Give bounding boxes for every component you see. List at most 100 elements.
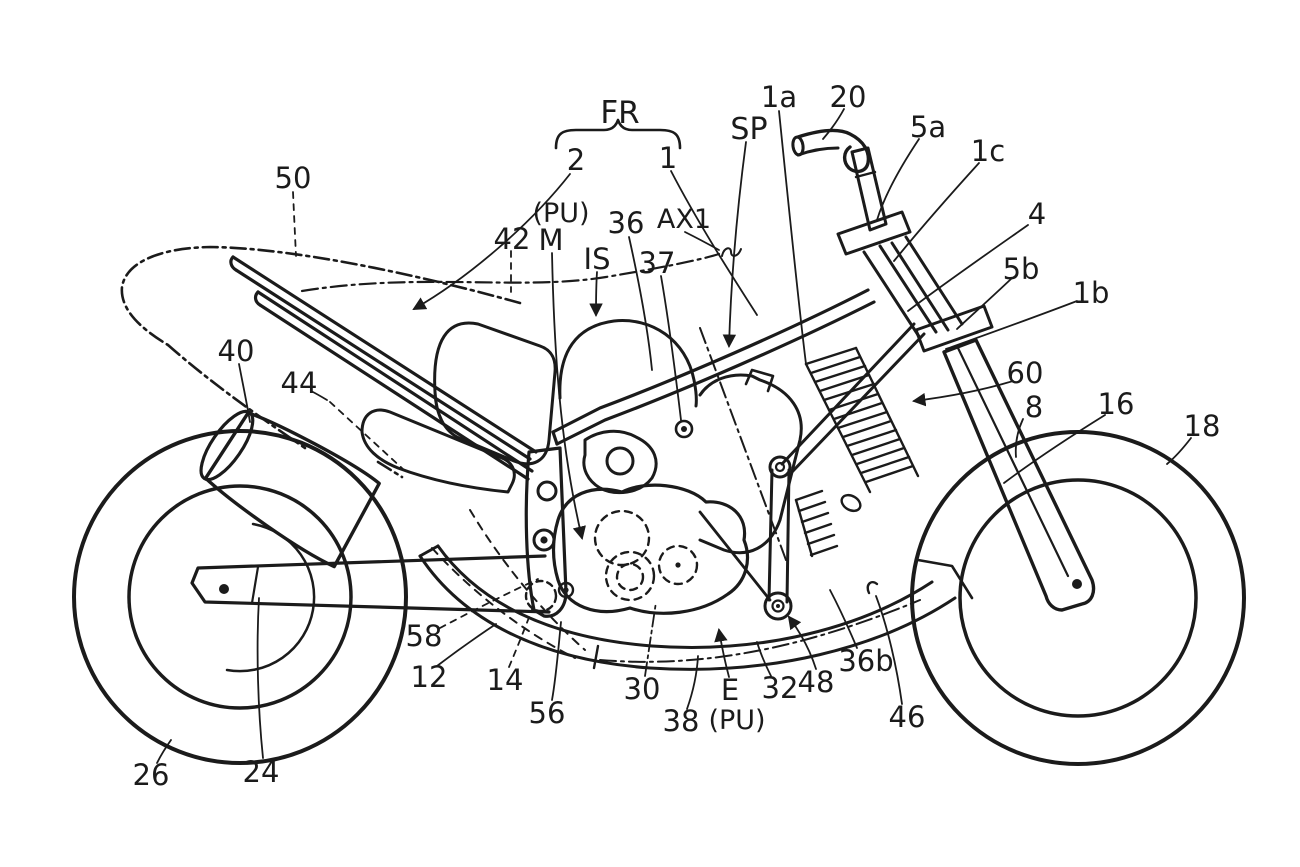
- leader-46: [875, 595, 903, 705]
- leader-8: [1014, 418, 1024, 458]
- ref-label-n56: 56: [529, 696, 566, 730]
- seat-pad: [433, 321, 557, 466]
- ref-label-is: IS: [584, 242, 611, 276]
- ref-label-n12: 12: [411, 660, 448, 694]
- ref-label-n18: 18: [1184, 409, 1221, 443]
- front-rim: [958, 478, 1198, 718]
- leader-30: [644, 601, 657, 677]
- rear-axle-dot: [219, 584, 229, 594]
- leader-26: [156, 739, 172, 764]
- ref-label-fr: FR: [600, 95, 639, 131]
- leader-5a: [876, 138, 920, 221]
- leader-60: [911, 380, 1014, 407]
- leader-1: [670, 170, 758, 316]
- leader-14: [508, 606, 534, 668]
- ref-label-n30: 30: [624, 672, 661, 706]
- ref-label-n16: 16: [1098, 387, 1135, 421]
- leader-1c: [893, 162, 980, 262]
- leader-56: [551, 621, 562, 701]
- ref-label-n5b: 5b: [1003, 252, 1040, 286]
- leader-IS: [589, 271, 603, 318]
- engine-bracket: [582, 429, 658, 495]
- rear-rim: [127, 484, 353, 710]
- top-triple-clamp: [836, 210, 912, 256]
- ref-label-m: M: [538, 223, 563, 257]
- ref-label-n20: 20: [830, 80, 867, 114]
- ref-label-n50: 50: [275, 161, 312, 195]
- hidden-cable-1: [431, 547, 576, 659]
- front-fork-assembly: [836, 146, 1096, 612]
- leader-1b: [945, 300, 1078, 350]
- link-bars: [763, 455, 793, 621]
- lower-phantom-line: [599, 599, 921, 663]
- rear-tire: [72, 429, 408, 765]
- ref-label-n60: 60: [1007, 356, 1044, 390]
- leader-50: [292, 191, 297, 257]
- leader-SP: [722, 141, 747, 349]
- ref-label-n44: 44: [281, 366, 318, 400]
- main-frame-tube: [551, 288, 876, 446]
- ref-label-n2: 2: [567, 143, 585, 177]
- ref-label-n1b: 1b: [1073, 276, 1110, 310]
- ref-label-n36: 36: [608, 206, 645, 240]
- leader-1a: [778, 110, 807, 365]
- leader-E: [714, 628, 730, 678]
- ref-label-n32: 32: [762, 671, 799, 705]
- leader-32: [756, 641, 772, 677]
- ref-label-n5a: 5a: [910, 110, 946, 144]
- ref-label-ax1: AX1: [657, 204, 711, 235]
- internal-gears-hidden: [593, 509, 699, 602]
- ref-label-n26: 26: [133, 758, 170, 792]
- cylinder: [698, 373, 803, 555]
- ref-label-sp: SP: [730, 112, 767, 147]
- leader-4: [907, 224, 1029, 312]
- front-strut: [780, 322, 926, 474]
- ref-label-n4: 4: [1028, 197, 1046, 231]
- leader-37: [660, 275, 682, 421]
- fork-slider: [942, 338, 1096, 612]
- ref-label-n24: 24: [243, 755, 280, 789]
- ref-label-n14: 14: [487, 663, 524, 697]
- ref-label-n8: 8: [1025, 390, 1043, 424]
- leader-38: [686, 655, 699, 710]
- leader-AX1: [684, 231, 720, 251]
- ref-label-n1: 1: [659, 141, 677, 175]
- bottom-triple-clamp: [914, 304, 994, 353]
- ref-label-pu_bottom: (PU): [708, 705, 765, 736]
- ref-label-n48: 48: [798, 665, 835, 699]
- tail-cowl-phantom: [120, 245, 522, 479]
- leader-58: [439, 578, 539, 629]
- ref-label-n36b: 36b: [838, 644, 893, 678]
- front-axle-dot: [1072, 579, 1082, 589]
- fr-group-brace: [554, 118, 682, 150]
- leader-40: [238, 363, 251, 423]
- leader-48: [787, 615, 817, 670]
- swingarm: [190, 554, 551, 614]
- leader-M: [551, 252, 586, 540]
- steering-stem: [850, 146, 888, 232]
- rear-brake-disc: [225, 522, 316, 673]
- pivot-plate: [524, 446, 575, 618]
- belly-pan: [418, 509, 974, 671]
- intake-hump: [558, 319, 698, 408]
- tank-phantom-line: [300, 247, 742, 293]
- ref-label-n42: 42: [494, 222, 531, 256]
- ref-label-n1a: 1a: [761, 80, 797, 114]
- leader-16: [1003, 414, 1106, 484]
- front-tire: [910, 430, 1246, 766]
- front-wheel: [910, 430, 1246, 766]
- leader-36b: [829, 589, 858, 649]
- ref-label-n37: 37: [639, 246, 676, 280]
- leader-20: [822, 108, 845, 140]
- ref-label-n40: 40: [218, 334, 255, 368]
- leader-2: [412, 173, 571, 311]
- leader-24: [256, 597, 264, 759]
- fork-tube: [890, 235, 964, 332]
- ref-label-e: E: [721, 673, 739, 707]
- break-squiggle: [721, 247, 742, 257]
- seat-rails: [229, 255, 538, 481]
- plug-boss: [744, 368, 775, 393]
- leader-12: [436, 623, 497, 667]
